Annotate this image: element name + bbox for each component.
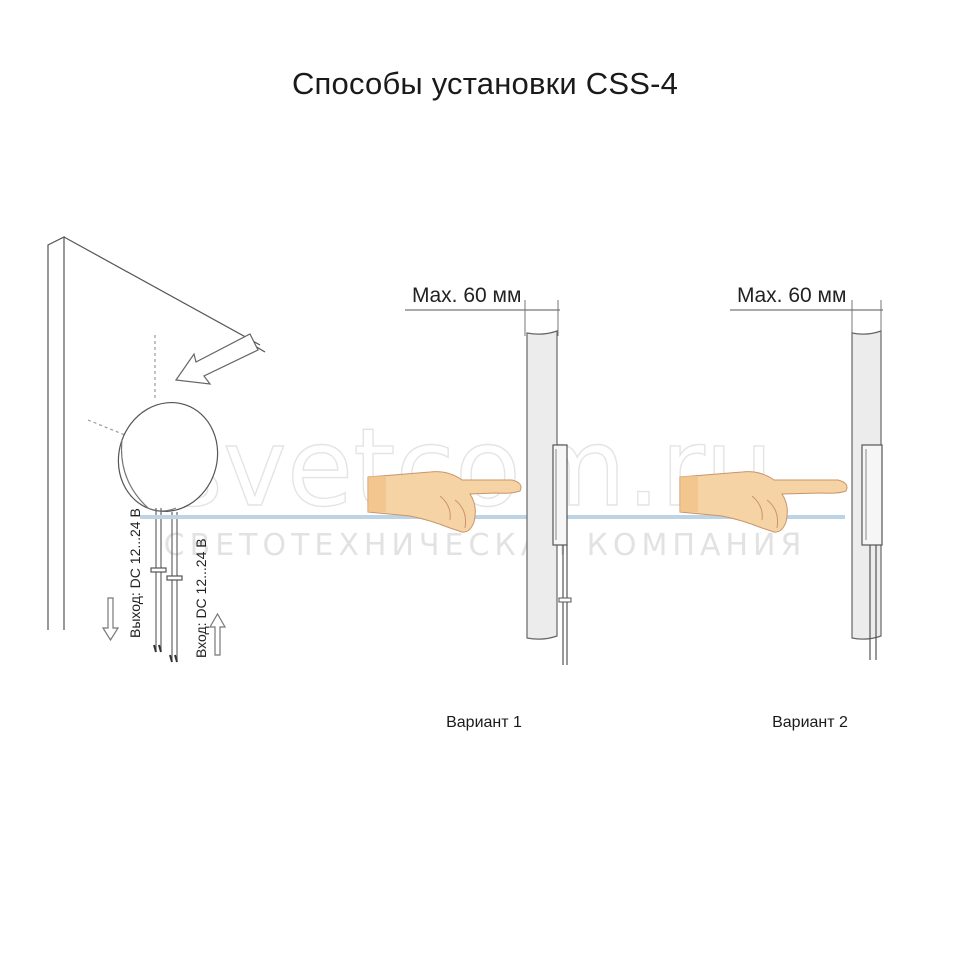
- output-connector: [150, 567, 167, 573]
- variant-1-hand-icon: [367, 471, 522, 533]
- output-voltage-label: Выход: DC 12...24 В: [127, 508, 143, 638]
- sensor-puck-edge: [120, 439, 177, 512]
- variant-1: Max. 60 мм Вариант 1: [367, 284, 572, 731]
- variant-1-panel: [526, 330, 558, 640]
- variant-1-label: Вариант 1: [446, 714, 522, 731]
- watermark: svetcom.ru СВЕТОТЕХНИЧЕСКАЯ КОМПАНИЯ: [164, 405, 807, 563]
- variant-2-dimension-label: Max. 60 мм: [737, 284, 846, 307]
- variant-2-hand-icon: [679, 471, 848, 533]
- input-voltage-label: Вход: DC 12...24 В: [193, 538, 209, 658]
- left-installation-view: [47, 236, 266, 663]
- wire-ends: [153, 644, 178, 663]
- wall-panel: [47, 236, 65, 630]
- mount-arrow-icon: [174, 333, 259, 385]
- output-arrow-down-icon: [101, 597, 120, 642]
- guide-horizontal: [87, 419, 126, 436]
- page-title: Способы установки CSS-4: [291, 66, 679, 101]
- variant-2: Max. 60 мм Вариант 2: [679, 284, 883, 731]
- input-connector: [166, 575, 183, 581]
- variant-2-sensor: [861, 444, 883, 546]
- variant-1-connector: [558, 597, 572, 603]
- wall-top-edge: [63, 236, 261, 346]
- input-arrow-up-icon: [208, 612, 227, 656]
- variant-2-label: Вариант 2: [772, 714, 848, 731]
- variant-1-sensor: [552, 444, 568, 546]
- variant-1-dimension-label: Max. 60 мм: [412, 284, 521, 307]
- watermark-tagline: СВЕТОТЕХНИЧЕСКАЯ КОМПАНИЯ: [164, 528, 807, 563]
